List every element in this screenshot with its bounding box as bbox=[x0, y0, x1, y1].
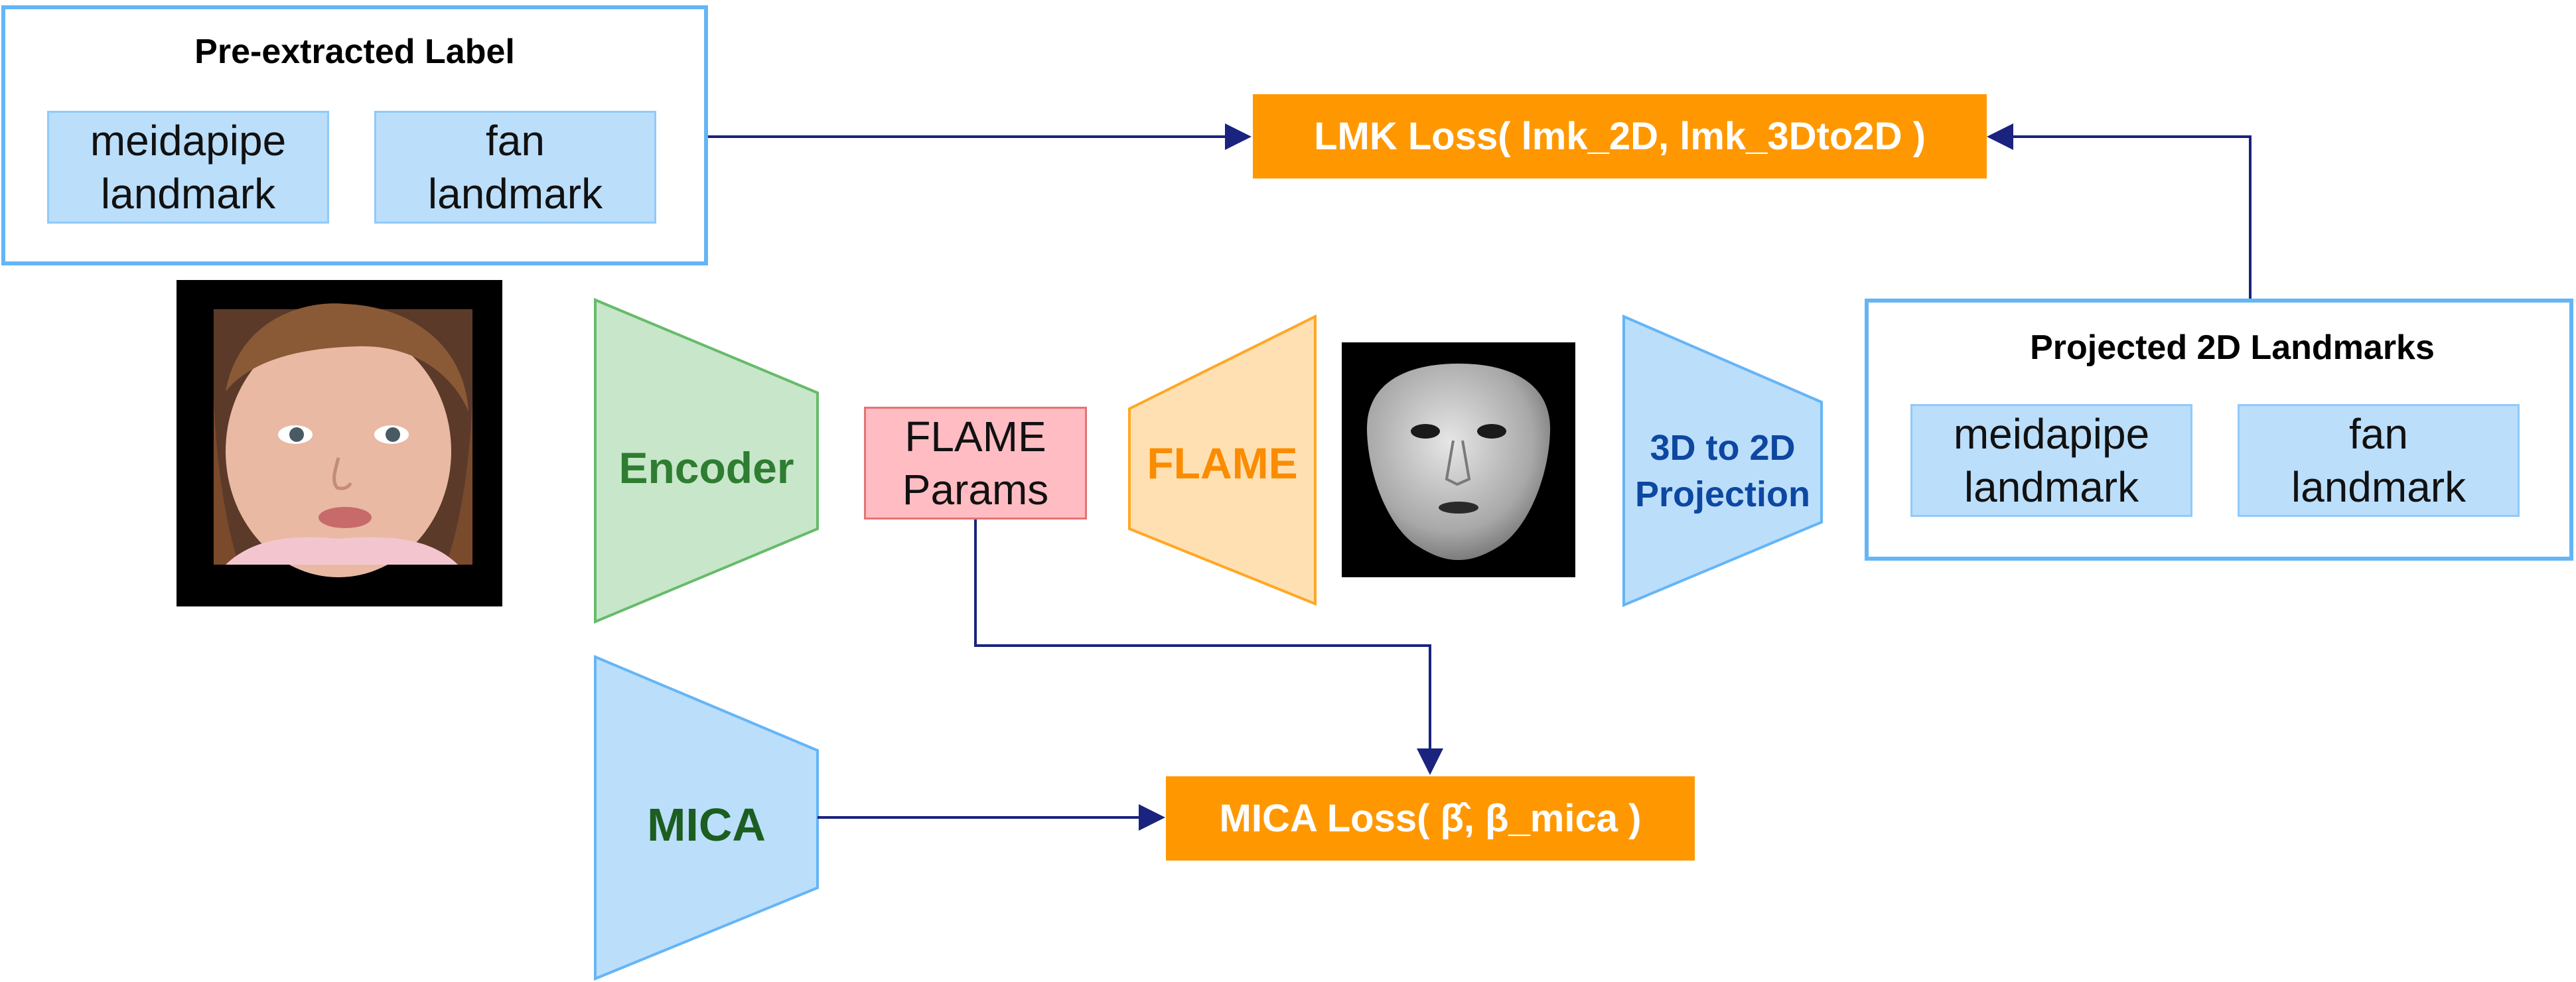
projected-fan-landmark: fan landmark bbox=[2238, 404, 2520, 517]
arrow-projected-to-lmk-loss bbox=[1987, 123, 2252, 299]
flame-label: FLAME bbox=[1147, 439, 1298, 488]
arrow-params-to-mica-loss bbox=[974, 520, 1443, 775]
flame-shape bbox=[1128, 314, 1317, 606]
child-face-icon bbox=[214, 303, 472, 577]
pre-extracted-label-title: Pre-extracted Label bbox=[194, 33, 515, 71]
mica-label: MICA bbox=[647, 799, 766, 851]
pre-extracted-mediapipe-landmark: meidapipe landmark bbox=[47, 111, 329, 224]
projection-label: 3D to 2D Projection bbox=[1634, 428, 1811, 515]
mica-shape bbox=[594, 654, 819, 981]
flame-params-box: FLAME Params bbox=[864, 407, 1087, 520]
projected-mediapipe-landmark: meidapipe landmark bbox=[1910, 404, 2192, 517]
lmk-loss-box: LMK Loss( lmk_2D, lmk_3Dto2D ) bbox=[1253, 94, 1987, 178]
pre-extracted-fan-landmark: fan landmark bbox=[374, 111, 656, 224]
projection-shape bbox=[1622, 314, 1823, 608]
mica-loss-box: MICA Loss( β̂, β_mica ) bbox=[1166, 776, 1695, 861]
encoder-shape bbox=[594, 297, 819, 624]
projected-landmarks-title: Projected 2D Landmarks bbox=[2030, 328, 2435, 367]
encoder-label: Encoder bbox=[618, 443, 794, 492]
projected-landmarks-group: Projected 2D Landmarks meidapipe landmar… bbox=[1865, 299, 2573, 561]
face-mesh-icon bbox=[1366, 364, 1551, 560]
pre-extracted-label-group: Pre-extracted Label meidapipe landmark f… bbox=[1, 5, 708, 265]
